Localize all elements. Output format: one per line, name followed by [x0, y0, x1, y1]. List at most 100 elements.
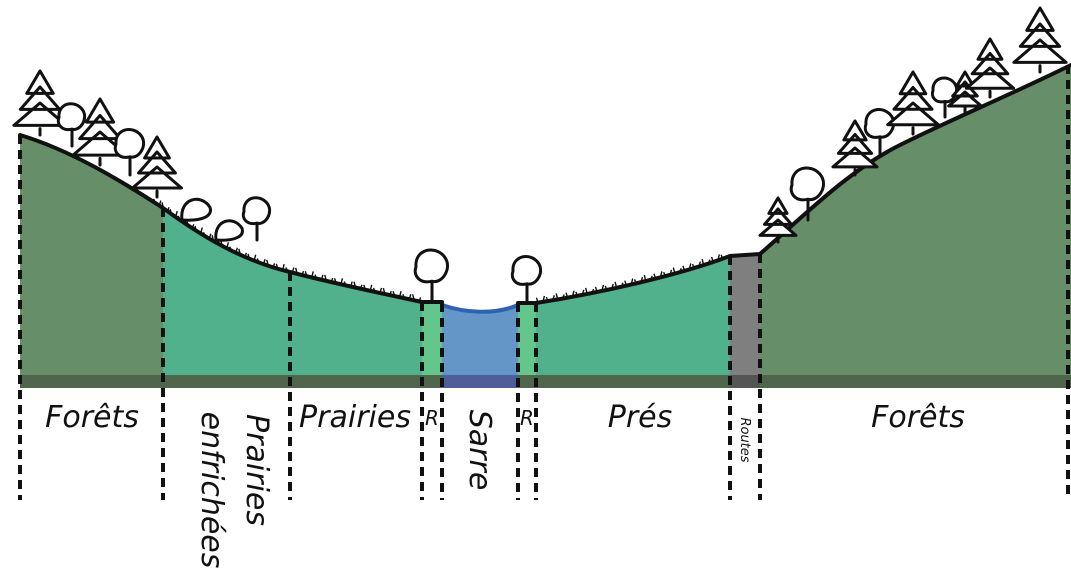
deciduous-tree-icon — [863, 107, 896, 157]
zone-fills — [20, 65, 1071, 388]
grass-tuft — [611, 283, 614, 290]
grass-tuft — [152, 198, 156, 204]
pres-zone — [536, 256, 730, 388]
deciduous-tree-icon — [510, 254, 543, 304]
grass-tuft — [304, 271, 308, 277]
label-riparian-right: R — [520, 406, 534, 430]
label-prairies-enfrichees-line1: Prairies — [239, 414, 274, 526]
zone-labels: Forêts Prairies enfrichées Prairies R Sa… — [45, 400, 965, 568]
grass-tuft — [158, 200, 162, 206]
conifer-tree-icon — [831, 119, 879, 177]
grass-tuft — [379, 287, 383, 294]
deciduous-tree-icon — [56, 102, 87, 148]
grass-tuft — [402, 293, 406, 299]
zone-boundaries — [18, 65, 1070, 500]
grass-tuft — [363, 284, 366, 291]
label-pres: Prés — [608, 400, 673, 435]
label-prairies-enfrichees-line2: enfrichées — [194, 412, 229, 569]
grass-tuft — [169, 208, 173, 215]
grass-tuft — [604, 285, 608, 291]
grass-tuft — [244, 252, 248, 258]
grass-tuft — [640, 277, 644, 283]
grass-tuft — [262, 258, 266, 265]
ground-strip-left — [20, 375, 442, 388]
grass-tuft — [565, 292, 569, 298]
grass-tuft — [191, 224, 195, 229]
label-sarre: Sarre — [462, 410, 497, 491]
ground-strip-river — [442, 375, 518, 388]
grass-tuft — [535, 297, 539, 303]
grass-tuft — [266, 259, 269, 266]
grass-tuft — [392, 290, 396, 297]
grass-tuft — [235, 247, 238, 253]
grass-tuft — [194, 225, 198, 232]
grass-tuft — [585, 287, 588, 295]
grass-tuft — [653, 273, 657, 279]
ground-strip-right — [760, 375, 1071, 388]
grass-tuft — [389, 290, 392, 296]
label-routes: Routes — [737, 417, 752, 462]
grass-tuft — [601, 284, 605, 292]
grass-tuft — [701, 258, 705, 266]
grass-tuft — [311, 271, 314, 278]
grass-tuft — [330, 277, 334, 283]
river-zone — [442, 305, 518, 388]
grass-tuft — [281, 263, 285, 271]
grass-tuft — [349, 281, 353, 287]
grass-tuft — [161, 202, 165, 209]
grass-tuft — [669, 269, 673, 276]
grass-texture — [152, 198, 724, 303]
grass-tuft — [571, 290, 575, 297]
grass-tuft — [382, 287, 386, 295]
conifer-tree-icon — [758, 196, 798, 244]
grass-tuft — [663, 271, 666, 277]
grass-tuft — [418, 297, 422, 302]
label-prairies: Prairies — [299, 400, 411, 435]
grass-tuft — [620, 282, 624, 287]
grass-tuft — [372, 287, 376, 293]
grass-tuft — [177, 215, 181, 221]
grass-tuft — [301, 270, 305, 276]
label-forets-right: Forêts — [871, 400, 965, 435]
grass-tuft — [253, 254, 257, 261]
grass-tuft — [256, 258, 260, 263]
grass-tuft — [343, 281, 347, 286]
grass-tuft — [561, 294, 565, 299]
grass-tuft — [594, 286, 598, 293]
ground-strip-road — [730, 375, 760, 388]
grass-tuft — [247, 253, 251, 260]
forest-left-zone — [20, 135, 163, 388]
grass-tuft — [320, 274, 324, 281]
grass-tuft — [324, 274, 327, 282]
grass-tuft — [717, 254, 721, 261]
grass-tuft — [698, 261, 702, 267]
river-surface-line — [440, 303, 520, 314]
deciduous-tree-icon — [413, 248, 450, 304]
grass-tuft — [581, 289, 585, 296]
grass-tuft — [275, 263, 279, 269]
grass-tuft — [294, 267, 298, 275]
grass-tuft — [200, 227, 203, 234]
grass-tuft — [552, 295, 555, 301]
riparian-right-zone — [518, 303, 536, 388]
grass-tuft — [691, 263, 695, 269]
grass-tuft — [545, 296, 549, 302]
riparian-left-zone — [422, 302, 442, 388]
grass-tuft — [220, 240, 224, 247]
grass-tuft — [412, 294, 415, 301]
grass-tuft — [226, 242, 230, 249]
grass-tuft — [720, 254, 724, 259]
grass-tuft — [272, 263, 276, 268]
grass-tuft — [359, 284, 363, 289]
grass-tuft — [166, 207, 170, 212]
grass-tuft — [672, 267, 676, 274]
grass-tuft — [555, 293, 559, 300]
prairies-enfrichees-zone — [163, 208, 290, 388]
conifer-tree-icon — [12, 69, 68, 137]
grass-tuft — [175, 210, 178, 218]
conifer-tree-icon — [131, 135, 183, 199]
grass-tuft — [688, 263, 692, 270]
conifer-tree-icon — [947, 70, 983, 114]
grass-tuft — [285, 267, 289, 272]
